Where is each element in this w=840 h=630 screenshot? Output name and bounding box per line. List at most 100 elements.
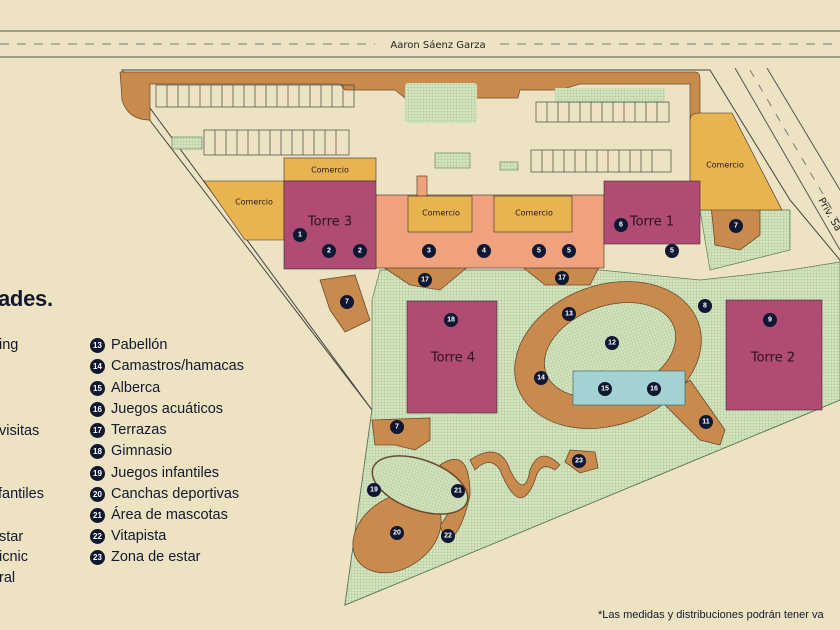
map-marker[interactable]: 2 — [353, 244, 367, 258]
commerce-block — [407, 195, 473, 233]
svg-text:9: 9 — [768, 317, 772, 324]
svg-text:11: 11 — [702, 419, 710, 426]
svg-text:17: 17 — [421, 277, 429, 284]
legend-label: Canchas deportivas — [111, 486, 240, 502]
legend-marker: 18 — [90, 443, 105, 459]
legend-label: Área de mascotas — [111, 507, 228, 523]
legend-item-partial: icnic — [0, 549, 29, 565]
map-marker[interactable]: 5 — [532, 244, 546, 258]
map-marker[interactable]: 7 — [340, 295, 354, 309]
svg-text:7: 7 — [345, 299, 349, 306]
legend-label: Juegos infantiles — [111, 465, 220, 481]
map-marker[interactable]: 13 — [562, 307, 576, 321]
svg-text:23: 23 — [575, 458, 583, 465]
boundary-line — [124, 87, 373, 411]
map-marker[interactable]: 17 — [555, 271, 569, 285]
tower-1 — [603, 180, 701, 245]
svg-text:17: 17 — [558, 275, 566, 282]
road-aaron-saenz-garza: Aaron Sáenz Garza — [0, 30, 840, 58]
map-marker[interactable]: 16 — [647, 382, 661, 396]
legend-label: Vitapista — [111, 528, 167, 544]
legend-label: Alberca — [111, 380, 161, 396]
footnote: *Las medidas y distribuciones podrán ten… — [598, 609, 824, 621]
legend-marker: 21 — [90, 507, 105, 523]
map-marker[interactable]: 21 — [451, 484, 465, 498]
map-marker[interactable]: 22 — [441, 529, 455, 543]
tower-1-label: Torre 1 — [629, 215, 674, 230]
tower-2 — [725, 299, 823, 411]
svg-text:14: 14 — [537, 375, 545, 382]
map-marker[interactable]: 12 — [605, 336, 619, 350]
map-marker[interactable]: 5 — [665, 244, 679, 258]
legend-marker: 17 — [90, 422, 105, 438]
tower-4 — [406, 300, 498, 414]
svg-text:21: 21 — [454, 488, 462, 495]
pool — [572, 370, 686, 406]
commerce-label: Comercio — [706, 161, 744, 170]
map-marker[interactable]: 5 — [562, 244, 576, 258]
map-marker[interactable]: 18 — [444, 313, 458, 327]
tower-4-label: Torre 4 — [430, 351, 475, 366]
map-marker[interactable]: 17 — [418, 273, 432, 287]
commerce-label: Comercio — [515, 209, 553, 218]
legend-item: 16 Juegos acuáticos — [90, 399, 223, 419]
map-marker[interactable]: 4 — [477, 244, 491, 258]
svg-text:8: 8 — [703, 303, 707, 310]
map-marker[interactable]: 7 — [729, 219, 743, 233]
svg-text:15: 15 — [601, 386, 609, 393]
commerce-label: Comercio — [422, 209, 460, 218]
commerce-block — [493, 195, 573, 233]
map-marker[interactable]: 23 — [572, 454, 586, 468]
legend-item-partial: ral — [0, 570, 16, 586]
svg-text:7: 7 — [395, 424, 399, 431]
map-marker[interactable]: 7 — [390, 420, 404, 434]
map-marker[interactable]: 14 — [534, 371, 548, 385]
legend-marker: 15 — [90, 380, 105, 396]
svg-text:5: 5 — [537, 248, 541, 255]
map-marker[interactable]: 2 — [322, 244, 336, 258]
svg-text:3: 3 — [427, 248, 431, 255]
svg-text:20: 20 — [393, 530, 401, 537]
commerce-label: Comercio — [311, 166, 349, 175]
svg-text:5: 5 — [567, 248, 571, 255]
map-marker[interactable]: 11 — [699, 415, 713, 429]
legend-item: 22 Vitapista — [90, 526, 166, 546]
commerce-label: Comercio — [235, 198, 273, 207]
map-marker[interactable]: 6 — [614, 218, 628, 232]
legend-marker: 16 — [90, 401, 105, 417]
vitapista-loop — [371, 455, 469, 515]
map-marker[interactable]: 15 — [598, 382, 612, 396]
legend-item: 19 Juegos infantiles — [90, 463, 219, 483]
svg-text:5: 5 — [670, 248, 674, 255]
svg-text:4: 4 — [482, 248, 486, 255]
map-marker[interactable]: 20 — [390, 526, 404, 540]
road-label-top: Aaron Sáenz Garza — [390, 39, 485, 51]
legend-marker: 22 — [90, 528, 105, 544]
legend-marker: 23 — [90, 549, 105, 565]
legend-marker: 20 — [90, 486, 105, 502]
legend-label: Juegos acuáticos — [111, 401, 224, 417]
legend-marker: 13 — [90, 337, 105, 353]
svg-text:6: 6 — [619, 222, 623, 229]
legend-item-partial: ing — [0, 337, 19, 353]
svg-text:2: 2 — [358, 248, 362, 255]
parking-top — [119, 71, 701, 173]
legend-item: 21 Área de mascotas — [90, 505, 228, 525]
legend-label: Camastros/hamacas — [111, 358, 244, 374]
map-marker[interactable]: 19 — [367, 483, 381, 497]
map-marker[interactable]: 8 — [698, 299, 712, 313]
map-marker[interactable]: 9 — [763, 313, 777, 327]
map-marker[interactable]: 3 — [422, 244, 436, 258]
legend-item-partial: fantiles — [0, 486, 44, 502]
map-marker[interactable]: 1 — [293, 228, 307, 242]
legend-item-partial: star — [0, 529, 24, 545]
legend-item-partial: visitas — [0, 423, 40, 439]
svg-text:12: 12 — [608, 340, 616, 347]
legend-marker: 14 — [90, 358, 105, 374]
svg-text:2: 2 — [327, 248, 331, 255]
legend-marker: 19 — [90, 465, 105, 481]
svg-text:19: 19 — [370, 487, 378, 494]
